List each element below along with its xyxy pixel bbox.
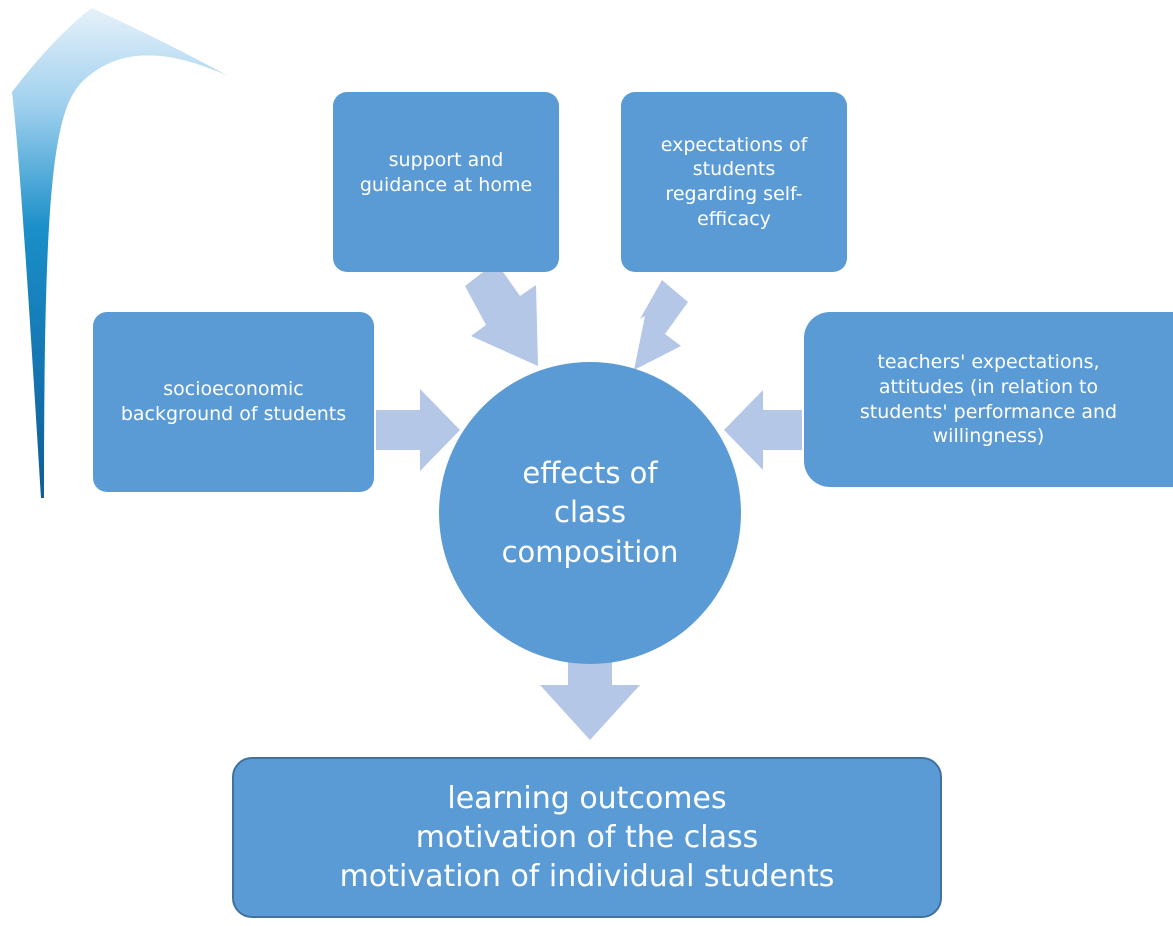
arrow-socio-to-center (376, 389, 460, 471)
arrow-center-to-outcomes (540, 650, 640, 740)
arrow-teachers-to-center (724, 390, 802, 470)
node-teachers-expectations: teachers' expectations, attitudes (in re… (804, 312, 1173, 487)
node-effects-of-class-composition: effects of class composition (439, 362, 741, 664)
node-home-support: support and guidance at home (333, 92, 559, 272)
node-self-efficacy: expectations of students regarding self-… (621, 92, 847, 272)
node-socioeconomic: socioeconomic background of students (93, 312, 374, 492)
arrow-home-to-center (465, 262, 538, 366)
arrow-selfefficacy-to-center (634, 280, 688, 370)
node-outcomes: learning outcomes motivation of the clas… (232, 757, 942, 918)
